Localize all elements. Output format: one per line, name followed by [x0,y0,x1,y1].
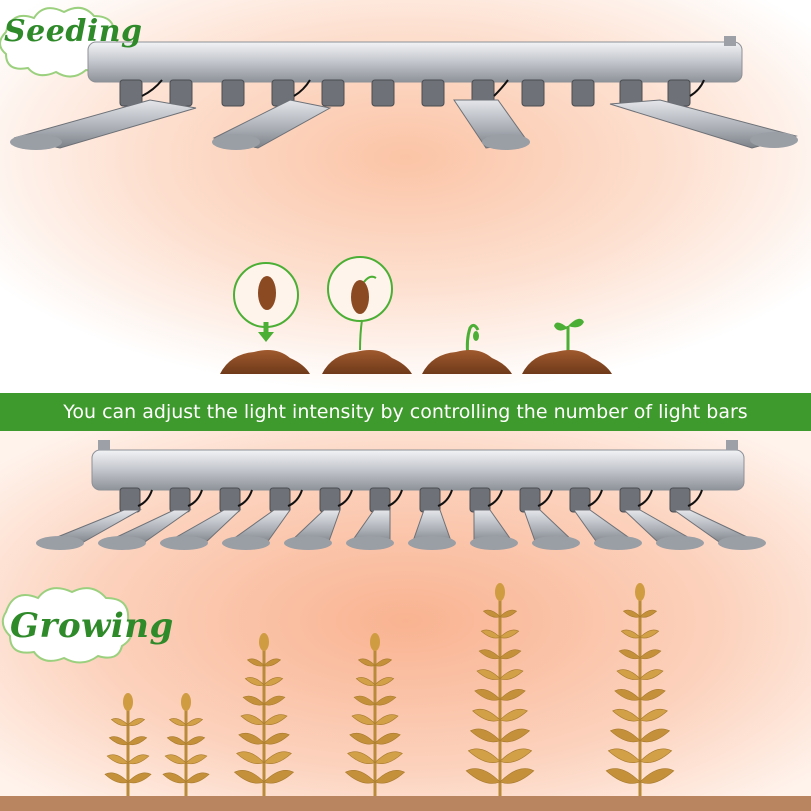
light-bar [346,509,394,550]
seed-stage-2 [322,256,412,374]
light-bar [523,509,580,550]
light-bar [672,509,766,550]
light-bar [36,509,142,550]
plant [605,583,675,796]
bar-clip [169,487,191,513]
light-bar [453,99,530,150]
growing-plants [104,583,675,796]
light-bar [408,509,456,550]
light-bar [222,509,291,550]
plant [344,633,406,796]
ground-soil [0,796,811,811]
light-bar [98,509,192,550]
bar-clip [669,487,691,513]
light-bar [284,509,341,550]
bar-clip [469,487,491,513]
light-bar [573,509,642,550]
plant [233,633,295,796]
bar-clip [269,487,291,513]
plant [162,693,210,796]
bar-clip [519,487,541,513]
seedling-stage-3 [422,323,512,374]
seeding-label: Seeding [4,14,143,49]
growing-cloud-badge [1,587,133,664]
main-rail [91,449,745,491]
seed-stage-1 [220,262,310,374]
bar-clip [369,487,391,513]
bar-clip [419,487,441,513]
plant [465,583,535,796]
bar-clip [219,487,241,513]
info-banner: You can adjust the light intensity by co… [0,393,811,431]
light-bar [160,509,242,550]
bar-clip [319,487,341,513]
seedling-stage-4 [522,318,612,374]
seeding-light-fixture [10,36,798,150]
light-bar [212,99,332,150]
light-bar [622,509,704,550]
light-bar [470,509,518,550]
plant [104,693,152,796]
growing-light-fixture [36,440,766,550]
light-bar [609,99,798,149]
light-bar [10,99,197,150]
growing-label: Growing [10,606,174,646]
bar-clip [569,487,591,513]
bar-clip [619,487,641,513]
bar-clip [119,487,141,513]
main-rail [87,41,743,83]
